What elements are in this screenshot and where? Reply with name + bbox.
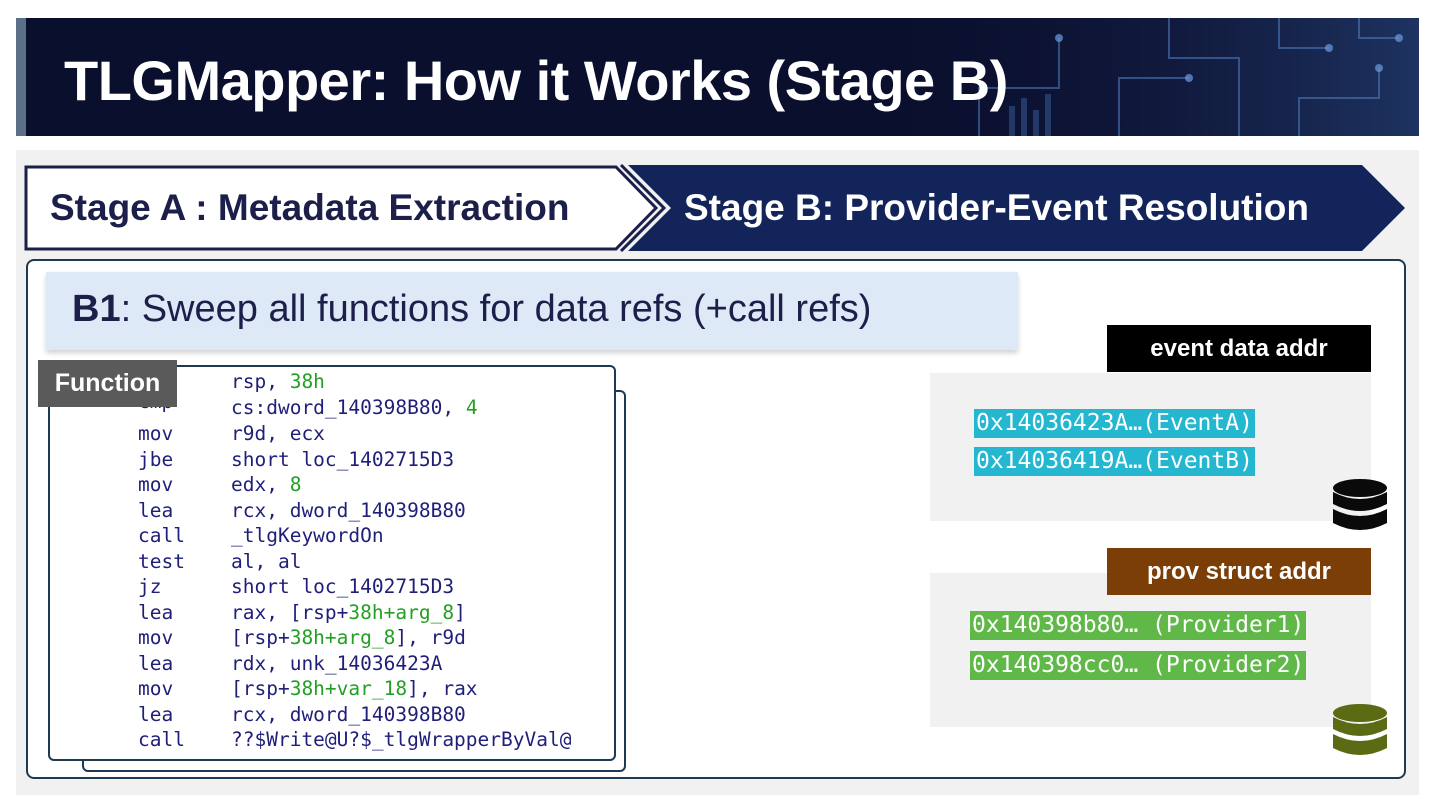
stage-b-arrow [628,165,1405,251]
code-mnemonic: call [138,728,185,751]
code-mnemonic: call [138,524,185,547]
event-address-item: 0x14036419A…(EventB) [974,447,1255,476]
code-operand: [rsp+38h+arg_8], r9d [231,626,466,649]
prov-struct-panel [930,573,1371,727]
code-operand: ??$Write@U?$_tlgWrapperByVal@ [231,728,572,751]
code-operand: rdx, unk_14036423A [231,652,443,675]
code-mnemonic: lea [138,703,174,726]
code-mnemonic: mov [138,473,174,496]
b1-prefix: B1 [72,288,121,330]
code-mnemonic: mov [138,626,174,649]
code-operand: rax, [rsp+38h+arg_8] [231,601,466,624]
code-operand: cs:dword_140398B80, 4 [231,396,478,419]
code-card: rsp, 38h cmp cs:dword_140398B80, 4 mov r… [48,365,616,761]
code-mnemonic: lea [138,652,174,675]
code-mnemonic: mov [138,677,174,700]
provider-address-item: 0x140398b80… (Provider1) [970,611,1307,640]
provider-address-item: 0x140398cc0… (Provider2) [970,651,1307,680]
code-operand: r9d, ecx [231,422,325,445]
code-mnemonic: mov [138,422,174,445]
code-mnemonic: test [138,550,185,573]
function-tag: Function [38,360,177,407]
code-operand: [rsp+38h+var_18], rax [231,677,478,700]
stage-ribbon [24,164,1405,252]
b1-banner: B1: Sweep all functions for data refs (+… [46,272,1018,350]
stage-chevron-outline [619,164,667,252]
code-mnemonic: jbe [138,448,174,471]
code-mnemonic: lea [138,601,174,624]
circuit-decoration [859,18,1419,136]
code-operand: _tlgKeywordOn [231,524,384,547]
code-mnemonic: jz [138,575,162,598]
event-data-header: event data addr [1107,325,1371,372]
stage-a-label: Stage A : Metadata Extraction [50,187,570,228]
stage-a-arrow [24,165,659,251]
b1-text: B1: Sweep all functions for data refs (+… [72,288,871,331]
event-address-item: 0x14036423A…(EventA) [974,409,1255,438]
code-operand: short loc_1402715D3 [231,575,455,598]
page-title: TLGMapper: How it Works (Stage B) [64,49,1008,112]
code-operand: rcx, dword_140398B80 [231,703,466,726]
code-operand: al, al [231,550,302,573]
code-mnemonic: lea [138,499,174,522]
code-operand: edx, 8 [231,473,302,496]
code-operand: rsp, 38h [231,370,325,393]
prov-struct-header: prov struct addr [1107,548,1371,595]
database-icon [1333,479,1387,530]
title-accent-stripe [16,18,26,136]
title-bar: TLGMapper: How it Works (Stage B) [16,18,1419,136]
code-operand: rcx, dword_140398B80 [231,499,466,522]
database-icon [1333,704,1387,755]
stage-b-label: Stage B: Provider-Event Resolution [684,187,1309,228]
b1-description: : Sweep all functions for data refs (+ca… [120,288,872,330]
code-operand: short loc_1402715D3 [231,448,455,471]
